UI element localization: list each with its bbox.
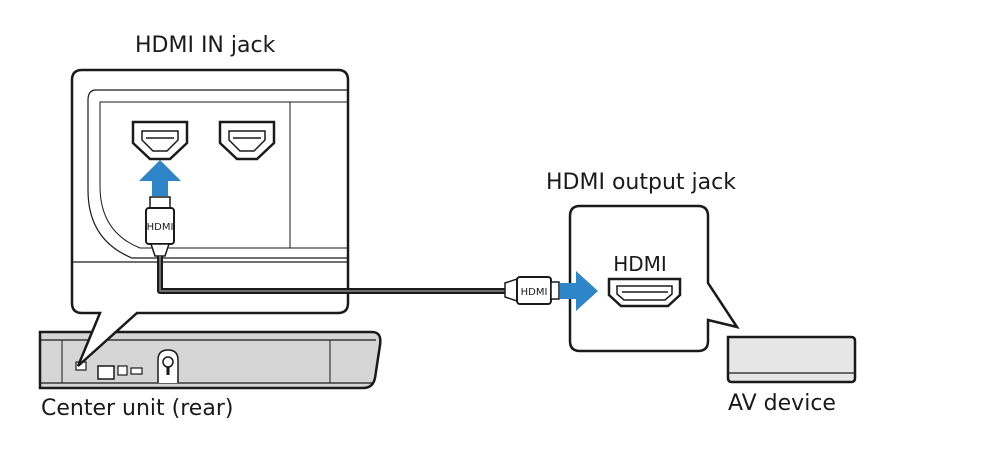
- rear-port-usb: [130, 367, 143, 375]
- hdmi-port-label: HDMI: [613, 252, 667, 276]
- rear-port-network: [97, 365, 115, 380]
- hdmi-output-jack-label: HDMI output jack: [546, 170, 736, 195]
- hdmi-plug-vertical: HDMI: [145, 196, 175, 257]
- plug-vertical-text: HDMI: [147, 222, 174, 233]
- av-device-label: AV device: [728, 391, 836, 416]
- center-unit: [38, 330, 382, 390]
- insert-arrow-up: [139, 160, 181, 196]
- hdmi-plug-horizontal: HDMI: [504, 276, 560, 305]
- plug-horizontal-text: HDMI: [521, 287, 548, 298]
- rear-port-optical: [117, 365, 128, 376]
- hdmi-in-port-2: [218, 120, 276, 161]
- center-unit-rear-label: Center unit (rear): [41, 396, 234, 421]
- hdmi-in-port-1: [131, 120, 189, 161]
- hdmi-in-callout: HDMI: [70, 68, 350, 367]
- insert-arrow-right: [560, 271, 598, 311]
- hdmi-in-jack-label: HDMI IN jack: [135, 33, 276, 58]
- av-device: [726, 335, 857, 384]
- hdmi-output-port: [607, 277, 682, 308]
- hdmi-output-callout: HDMI: [560, 204, 740, 353]
